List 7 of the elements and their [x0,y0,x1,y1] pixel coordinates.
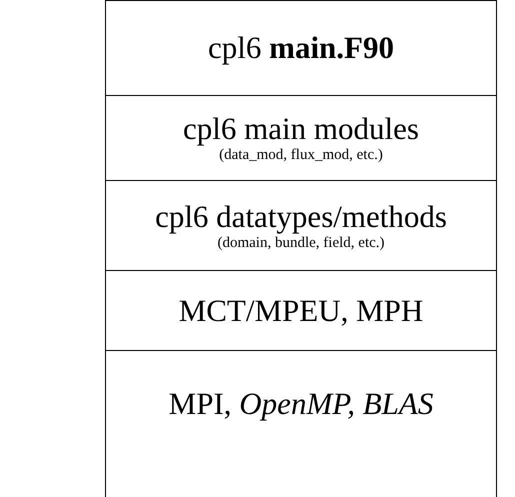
layer-subtitle: (data_mod, flux_mod, etc.) [219,146,383,164]
layer-title: MCT/MPEU, MPH [178,294,424,328]
layer-title: cpl6 main.F90 [208,31,394,65]
layer-subtitle: (domain, bundle, field, etc.) [217,234,385,252]
layer-title: MPI, OpenMP, BLAS [168,387,434,421]
layer-title: cpl6 datatypes/methods [155,200,447,234]
layer-title: cpl6 main modules [183,112,419,146]
